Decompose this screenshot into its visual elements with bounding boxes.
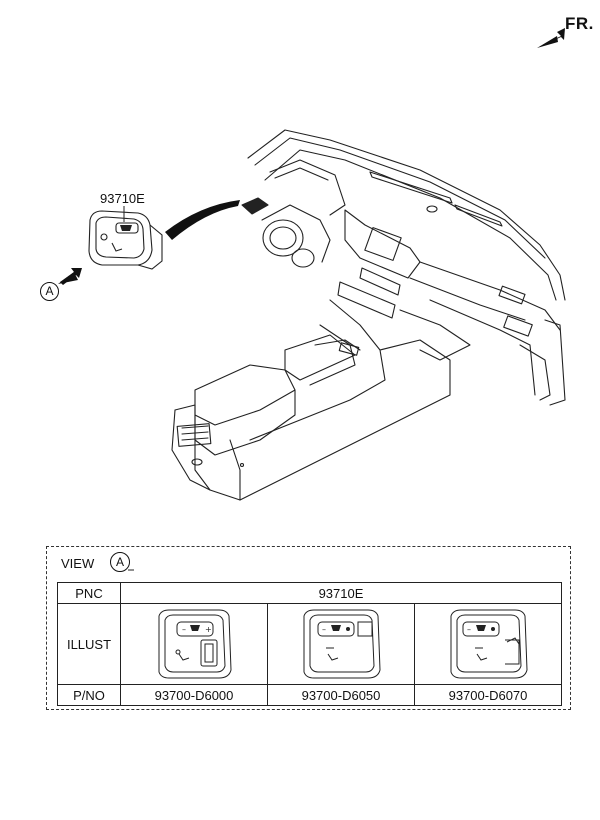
- illust-header: ILLUST: [57, 603, 121, 685]
- illust-variant-2: –: [267, 603, 415, 685]
- part-number-3: 93700-D6070: [414, 684, 562, 706]
- view-detail-box: [46, 546, 571, 710]
- illust-variant-1: – +: [120, 603, 268, 685]
- pnc-value: 93710E: [120, 582, 562, 604]
- view-underline: [128, 569, 134, 571]
- front-arrow-icon: [537, 28, 565, 48]
- view-label: VIEW: [61, 556, 95, 571]
- view-marker-circle: A: [40, 282, 59, 301]
- svg-text:–: –: [467, 625, 471, 634]
- illust-variant-3: –: [414, 603, 562, 685]
- switch-with-usb-icon: – +: [158, 609, 232, 679]
- part-number-2: 93700-D6050: [267, 684, 415, 706]
- switch-with-led-icon: –: [303, 609, 381, 679]
- switch-callout-illustration: [88, 210, 163, 270]
- dashboard-illustration: [58, 129, 566, 501]
- svg-text:–: –: [182, 625, 186, 634]
- svg-text:–: –: [322, 625, 326, 634]
- front-direction-label: FR.: [565, 14, 594, 33]
- parts-table: PNC 93710E ILLUST – +: [57, 582, 562, 706]
- illust-row: ILLUST – +: [57, 603, 562, 685]
- svg-text:+: +: [205, 625, 212, 634]
- pno-header: P/NO: [57, 684, 121, 706]
- leader-line: [123, 206, 125, 222]
- pno-row: P/NO 93700-D6000 93700-D6050 93700-D6070: [57, 684, 562, 706]
- view-marker-circle: A: [110, 552, 130, 572]
- pnc-header: PNC: [57, 582, 121, 604]
- pnc-row: PNC 93710E: [57, 582, 562, 604]
- callout-part-number: 93710E: [100, 191, 145, 206]
- part-number-1: 93700-D6000: [120, 684, 268, 706]
- switch-with-extra-button-icon: –: [450, 609, 528, 679]
